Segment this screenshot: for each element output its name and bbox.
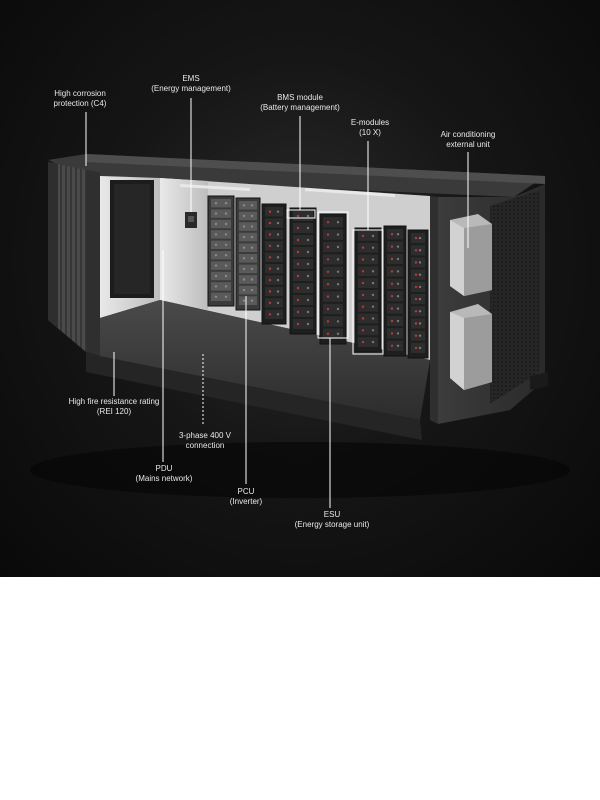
label-corrosion-line2: protection (C4) [53,99,107,108]
label-phase: 3-phase 400 V connection [165,431,245,451]
bms-highlight [286,209,316,219]
battery-racks [207,195,429,359]
callout-lines [85,98,469,508]
label-phase-line1: 3-phase 400 V [178,431,232,440]
container-diagram: High corrosion protection (C4) EMS (Ener… [0,0,600,577]
page-blank-area [0,577,600,800]
label-ems-line2: (Energy management) [151,84,231,93]
label-emodules-line1: E-modules [350,118,390,127]
container-illustration [30,98,570,508]
label-phase-line2: connection [185,441,225,450]
ventilation-grille [490,190,540,404]
esu-highlight [317,211,349,339]
label-bms-line2: (Battery management) [260,103,340,112]
rack-6 [354,227,382,353]
label-pcu-line2: (Inverter) [229,497,263,506]
label-bms: BMS module (Battery management) [250,93,350,113]
label-ems: EMS (Energy management) [141,74,241,94]
label-fire-line2: (REI 120) [96,407,132,416]
label-esu-line2: (Energy storage unit) [294,520,370,529]
label-pdu: PDU (Mains network) [124,464,204,484]
label-pdu-line1: PDU [155,464,173,473]
floor [100,300,430,420]
rack-4 [289,207,317,335]
label-corrosion-line1: High corrosion [54,89,106,98]
rack-8 [407,229,429,359]
rack-1 [207,195,235,307]
rack-5 [319,213,347,345]
label-pcu-line1: PCU [237,487,255,496]
rack-2 [235,197,261,311]
emodules-highlight [352,229,384,355]
label-esu-line1: ESU [323,510,341,519]
label-bms-line1: BMS module [277,93,323,102]
air-conditioning-units [450,214,492,390]
label-fire: High fire resistance rating (REI 120) [54,397,174,417]
label-fire-line1: High fire resistance rating [68,397,160,406]
label-ems-line1: EMS [182,74,200,83]
label-pdu-line2: (Mains network) [135,474,193,483]
label-esu: ESU (Energy storage unit) [282,510,382,530]
label-emodules: E-modules (10 X) [330,118,410,138]
label-aircon-line1: Air conditioning [440,130,496,139]
rack-7 [383,225,407,357]
label-emodules-line2: (10 X) [359,128,381,137]
label-pcu: PCU (Inverter) [211,487,281,507]
label-aircon-line2: external unit [446,140,490,149]
rack-3 [261,203,287,325]
label-corrosion: High corrosion protection (C4) [40,89,120,109]
label-aircon: Air conditioning external unit [428,130,508,150]
